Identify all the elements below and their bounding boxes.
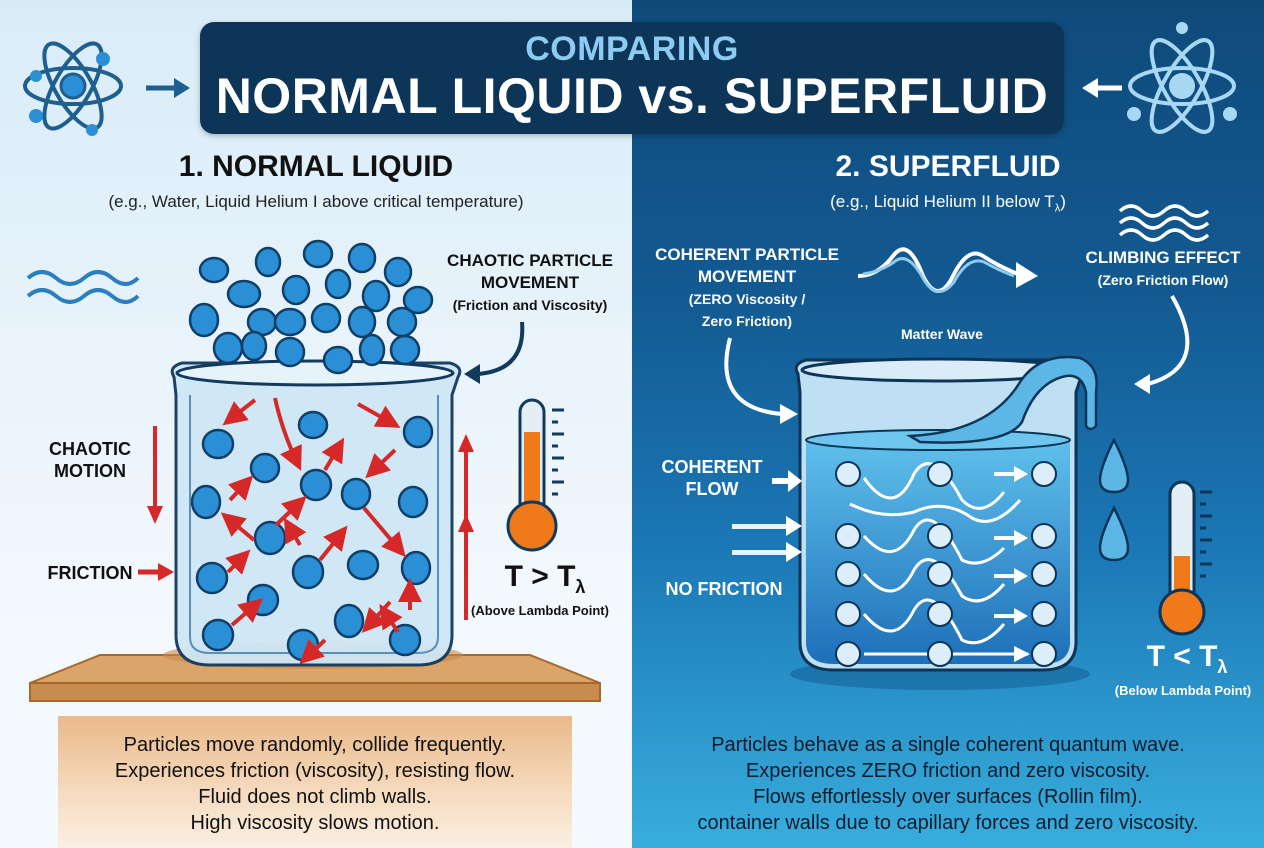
above-lambda-caption: (Above Lambda Point) [471,603,609,618]
friction-label: FRICTION [47,563,133,583]
callout-title-line1: COHERENT PARTICLE [655,245,839,264]
desc-line: Fluid does not climb walls. [198,786,432,808]
chaotic-motion-label: CHAOTIC MOTION [30,438,150,482]
callout-subtitle: (Friction and Viscosity) [452,297,608,313]
description-box [58,716,572,848]
temp-text: T > T [504,560,576,593]
thermometer-icon [506,398,564,552]
normal-liquid-subtitle: (e.g., Water, Liquid Helium I above crit… [108,192,524,211]
callout-title-line2: MOVEMENT [480,273,580,292]
superfluid-title: 2. SUPERFLUID [835,150,1061,183]
temperature-above-lambda: T > Tλ [480,560,610,598]
lambda-symbol: λ [575,577,586,597]
normal-liquid-title: 1. NORMAL LIQUID [178,150,454,183]
no-friction-label: NO FRICTION [665,579,783,599]
callout-sub-line1: (ZERO Viscosity / [688,291,806,307]
desc-line: High viscosity slows motion. [190,812,440,834]
chaotic-label-line1: CHAOTIC [49,439,131,459]
coherent-particles [732,437,1130,667]
coherent-particle-callout: COHERENT PARTICLE MOVEMENT (ZERO Viscosi… [642,244,852,332]
arrow-right-icon [146,78,190,98]
chaotic-particles [138,239,474,665]
normal-liquid-panel: 1. NORMAL LIQUID (e.g., Water, Liquid He… [0,0,632,848]
arrow-left-icon [1082,78,1122,98]
lambda-symbol: λ [1217,657,1228,677]
desc-line: Experiences friction (viscosity), resist… [114,760,516,782]
lambda-symbol: λ [1054,202,1061,215]
callout-title-line2: MOVEMENT [697,267,797,286]
superfluid-subtitle: (e.g., Liquid Helium II below Tλ) [632,192,1264,214]
temp-text: T < T [1146,640,1218,673]
subtitle-end: ) [1060,192,1066,211]
coherent-label-line2: FLOW [685,479,739,499]
subtitle-text: (e.g., Liquid Helium II below T [830,192,1055,211]
wave-icon [26,270,140,304]
temperature-below-lambda: T < Tλ [1112,640,1262,678]
chaotic-particle-callout: CHAOTIC PARTICLE MOVEMENT (Friction and … [430,250,630,316]
thermometer-icon [1158,480,1212,636]
climbing-effect-callout: CLIMBING EFFECT (Zero Friction Flow) [1068,247,1258,291]
callout-title-line1: CHAOTIC PARTICLE [447,251,613,270]
coherent-label-line1: COHERENT [661,457,763,477]
matter-wave-label: Matter Wave [901,326,983,342]
curved-arrow-icon [1134,295,1190,394]
desc-line: Particles move randomly, collide frequen… [123,734,507,756]
header-title: NORMAL LIQUID vs. SUPERFLUID [215,68,1049,124]
below-lambda-caption: (Below Lambda Point) [1114,683,1252,698]
callout-sub-line2: Zero Friction) [701,313,793,329]
wave-icon [1118,204,1210,242]
atom-icon [23,41,123,136]
climbing-title: CLIMBING EFFECT [1085,248,1241,267]
chaotic-label-line2: MOTION [54,461,126,481]
beaker-superfluid [790,355,1098,690]
header-banner: COMPARING NORMAL LIQUID vs. SUPERFLUID [200,22,1064,134]
side-up-arrows [458,434,474,620]
desc-line: Flows effortlessly over surfaces (Rollin… [753,786,1143,808]
matter-wave-icon [857,247,1038,293]
wooden-table [29,654,601,702]
header-subtitle: COMPARING [525,30,739,68]
desc-line: Experiences ZERO friction and zero visco… [745,760,1151,782]
desc-line: container walls due to capillary forces … [697,812,1199,834]
climbing-sub: (Zero Friction Flow) [1097,272,1229,288]
coherent-flow-label: COHERENT FLOW [652,456,772,500]
superfluid-panel: 2. SUPERFLUID (e.g., Liquid Helium II be… [632,0,1264,848]
desc-line: Particles behave as a single coherent qu… [711,734,1185,756]
atom-icon [1127,22,1237,134]
curved-arrow-icon [724,337,798,424]
curved-arrow-icon [464,321,525,384]
superfluid-description: Particles behave as a single coherent qu… [632,732,1264,836]
normal-liquid-description: Particles move randomly, collide frequen… [58,732,572,836]
